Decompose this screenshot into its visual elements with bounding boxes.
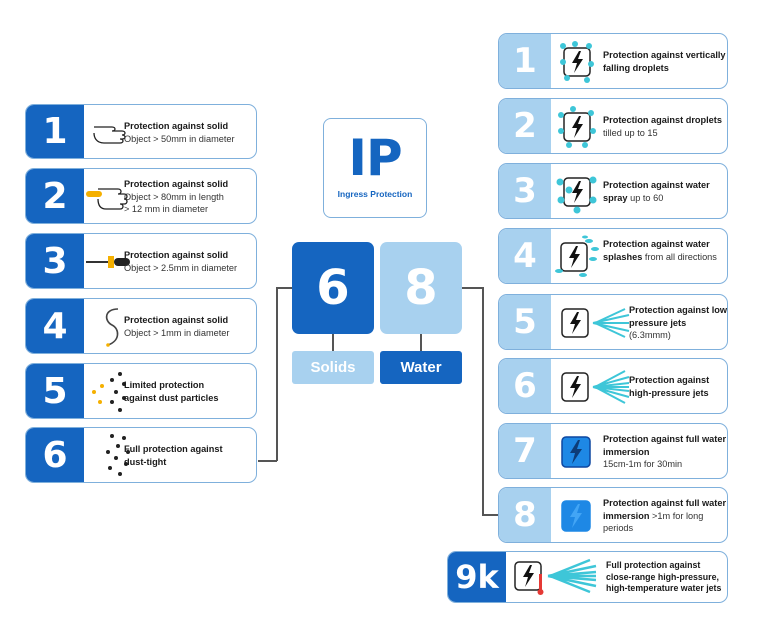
water-label: Water: [380, 351, 462, 384]
water-number: 1: [499, 34, 551, 88]
water-digit: 8: [380, 242, 462, 334]
dust-icon: [92, 372, 126, 412]
water-number: 9k: [448, 552, 506, 602]
water-number: 6: [499, 359, 551, 413]
water-card-4: 4 Protection against water splashes from…: [498, 228, 728, 284]
water-text: tilled up to 15: [603, 127, 658, 138]
water-bold: Full protection against close-range high…: [606, 560, 722, 593]
solids-bold: Full protection against dust-tight: [124, 444, 223, 467]
connector: [482, 514, 498, 516]
splash-icon: [555, 235, 599, 277]
water-card-3: 3 Protection against water spray up to 6…: [498, 163, 728, 219]
immersion-icon: [561, 436, 591, 468]
jet-icon: [561, 370, 630, 404]
solids-card-3: 3 Protection against solid Object > 2.5m…: [25, 233, 257, 289]
droplets-icon: [558, 106, 596, 148]
solids-number: 5: [26, 364, 84, 418]
hand-icon: [93, 126, 126, 144]
water-card-8: 8 Protection against full water immersio…: [498, 487, 728, 543]
solids-number: 3: [26, 234, 84, 288]
finger-icon: [86, 188, 128, 210]
solids-bold: Limited protection against dust particle…: [124, 380, 219, 403]
water-bold: Protection against full water immersion: [603, 434, 727, 457]
spray-icon: [556, 176, 597, 214]
water-number: 5: [499, 295, 551, 349]
water-bold: Protection against vertically falling dr…: [603, 50, 726, 73]
solids-card-1: 1 Protection against solid Object > 50mm…: [25, 104, 257, 159]
water-bold: Protection against water spray: [603, 180, 710, 203]
water-number: 4: [499, 229, 551, 283]
connector: [332, 334, 334, 351]
solids-text: Object > 80mm in length > 12 mm in diame…: [124, 191, 224, 215]
water-text: up to 60: [630, 192, 664, 203]
solids-card-5: 5 Limited protection against dust partic…: [25, 363, 257, 419]
dust-icon: [106, 434, 130, 476]
water-number: 8: [499, 488, 551, 542]
solids-card-2: 2 Protection against solid Object > 80mm…: [25, 168, 257, 224]
solids-bold: Protection against solid: [124, 250, 229, 260]
water-bold: Protection against low pressure jets: [629, 305, 728, 328]
connector: [258, 460, 277, 462]
water-bold: Protection against water splashes: [603, 239, 710, 262]
water-text: >1m for long periods: [603, 510, 704, 534]
water-card-1: 1 Protection against vertically falling …: [498, 33, 728, 89]
ip-title-box: IP Ingress Protection: [323, 118, 427, 218]
connector: [276, 287, 278, 461]
solids-bold: Protection against solid: [124, 121, 229, 131]
ip-subtitle: Ingress Protection: [337, 189, 413, 199]
solids-bold: Protection against solid: [124, 179, 229, 189]
water-bold: Protection against high-pressure jets: [629, 375, 710, 398]
water-card-7: 7 Protection against full water immersio…: [498, 423, 728, 479]
water-card-5: 5 Protection against low pressure jets (…: [498, 294, 728, 350]
solids-number: 4: [26, 299, 84, 353]
water-text: 15cm-1m for 30min: [603, 459, 683, 469]
wire-icon: [105, 308, 119, 347]
solids-card-4: 4 Protection against solid Object > 1mm …: [25, 298, 257, 354]
ip-title: IP: [348, 129, 402, 187]
solids-number: 6: [26, 428, 84, 482]
solids-text: Object > 50mm in diameter: [124, 133, 235, 144]
water-number: 7: [499, 424, 551, 478]
water-text: from all directions: [644, 251, 717, 262]
connector: [420, 334, 422, 351]
water-number: 3: [499, 164, 551, 218]
water-bold: Protection against full water immersion: [603, 498, 727, 521]
solids-digit: 6: [292, 242, 374, 334]
connector: [460, 287, 483, 289]
screwdriver-icon: [86, 256, 130, 268]
water-card-9k: 9k Full protection against close-range h…: [447, 551, 728, 603]
solids-bold: Protection against solid: [124, 315, 229, 325]
solids-number: 2: [26, 169, 84, 223]
immersion-icon: [561, 500, 591, 532]
water-bold: Protection against droplets: [603, 115, 722, 125]
solids-text: Object > 2.5mm in diameter: [124, 262, 238, 273]
connector: [276, 287, 293, 289]
water-number: 2: [499, 99, 551, 153]
connector: [482, 287, 484, 515]
solids-number: 1: [26, 105, 84, 158]
water-card-6: 6 Protection against high-pressure jets: [498, 358, 728, 414]
jet-icon: [561, 308, 630, 338]
solids-label: Solids: [292, 351, 374, 384]
water-card-2: 2 Protection against droplets tilled up …: [498, 98, 728, 154]
hot-jet-icon: [514, 558, 597, 595]
solids-text: Object > 1mm in diameter: [124, 327, 230, 338]
water-text: (6.3mmm): [629, 330, 671, 340]
solids-card-6: 6 Full protection against dust-tight: [25, 427, 257, 483]
droplets-icon: [560, 41, 594, 83]
